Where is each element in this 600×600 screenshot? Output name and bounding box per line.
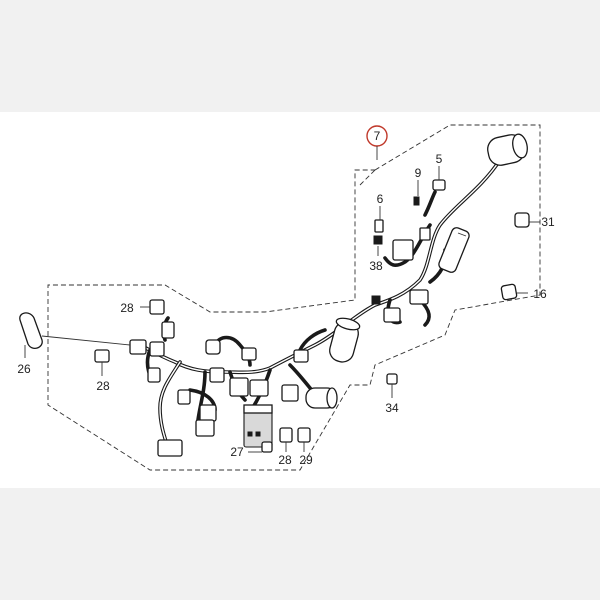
part-28-bottom bbox=[279, 427, 293, 452]
callout-26: 26 bbox=[17, 362, 31, 376]
callout-29: 29 bbox=[299, 453, 313, 467]
part-28-left bbox=[94, 349, 110, 376]
callout-28-bottom: 28 bbox=[278, 453, 292, 467]
callout-9: 9 bbox=[415, 166, 422, 180]
callout-28-left: 28 bbox=[96, 379, 110, 393]
part-34-bolt bbox=[386, 373, 398, 398]
part-9 bbox=[413, 180, 420, 206]
part-26-band bbox=[19, 312, 131, 358]
callout-7: 7 bbox=[374, 129, 381, 143]
part-28-top bbox=[140, 299, 165, 315]
junction-box bbox=[243, 404, 273, 448]
part-38 bbox=[373, 235, 383, 256]
part-16 bbox=[500, 283, 528, 301]
callout-31: 31 bbox=[541, 215, 555, 229]
part-6 bbox=[374, 206, 384, 233]
callout-28-top: 28 bbox=[120, 301, 134, 315]
part-5 bbox=[432, 166, 446, 191]
part-31 bbox=[514, 212, 540, 228]
bottom-band bbox=[0, 488, 600, 600]
bulb-socket-top bbox=[487, 133, 528, 166]
part-27 bbox=[248, 441, 273, 453]
harness-connectors bbox=[129, 227, 431, 457]
callout-16: 16 bbox=[533, 287, 547, 301]
filter-cylinder bbox=[329, 317, 361, 363]
callout-6: 6 bbox=[377, 192, 384, 206]
callout-5: 5 bbox=[436, 152, 443, 166]
assembly-outline-inner bbox=[359, 169, 376, 186]
plug-cylinder bbox=[305, 387, 338, 409]
top-band bbox=[0, 0, 600, 112]
part-29 bbox=[297, 427, 311, 452]
callout-27: 27 bbox=[230, 445, 244, 459]
assembly-outline bbox=[47, 124, 541, 471]
relay-cylinder bbox=[438, 227, 470, 273]
callout-38: 38 bbox=[369, 259, 383, 273]
callout-34: 34 bbox=[385, 401, 399, 415]
